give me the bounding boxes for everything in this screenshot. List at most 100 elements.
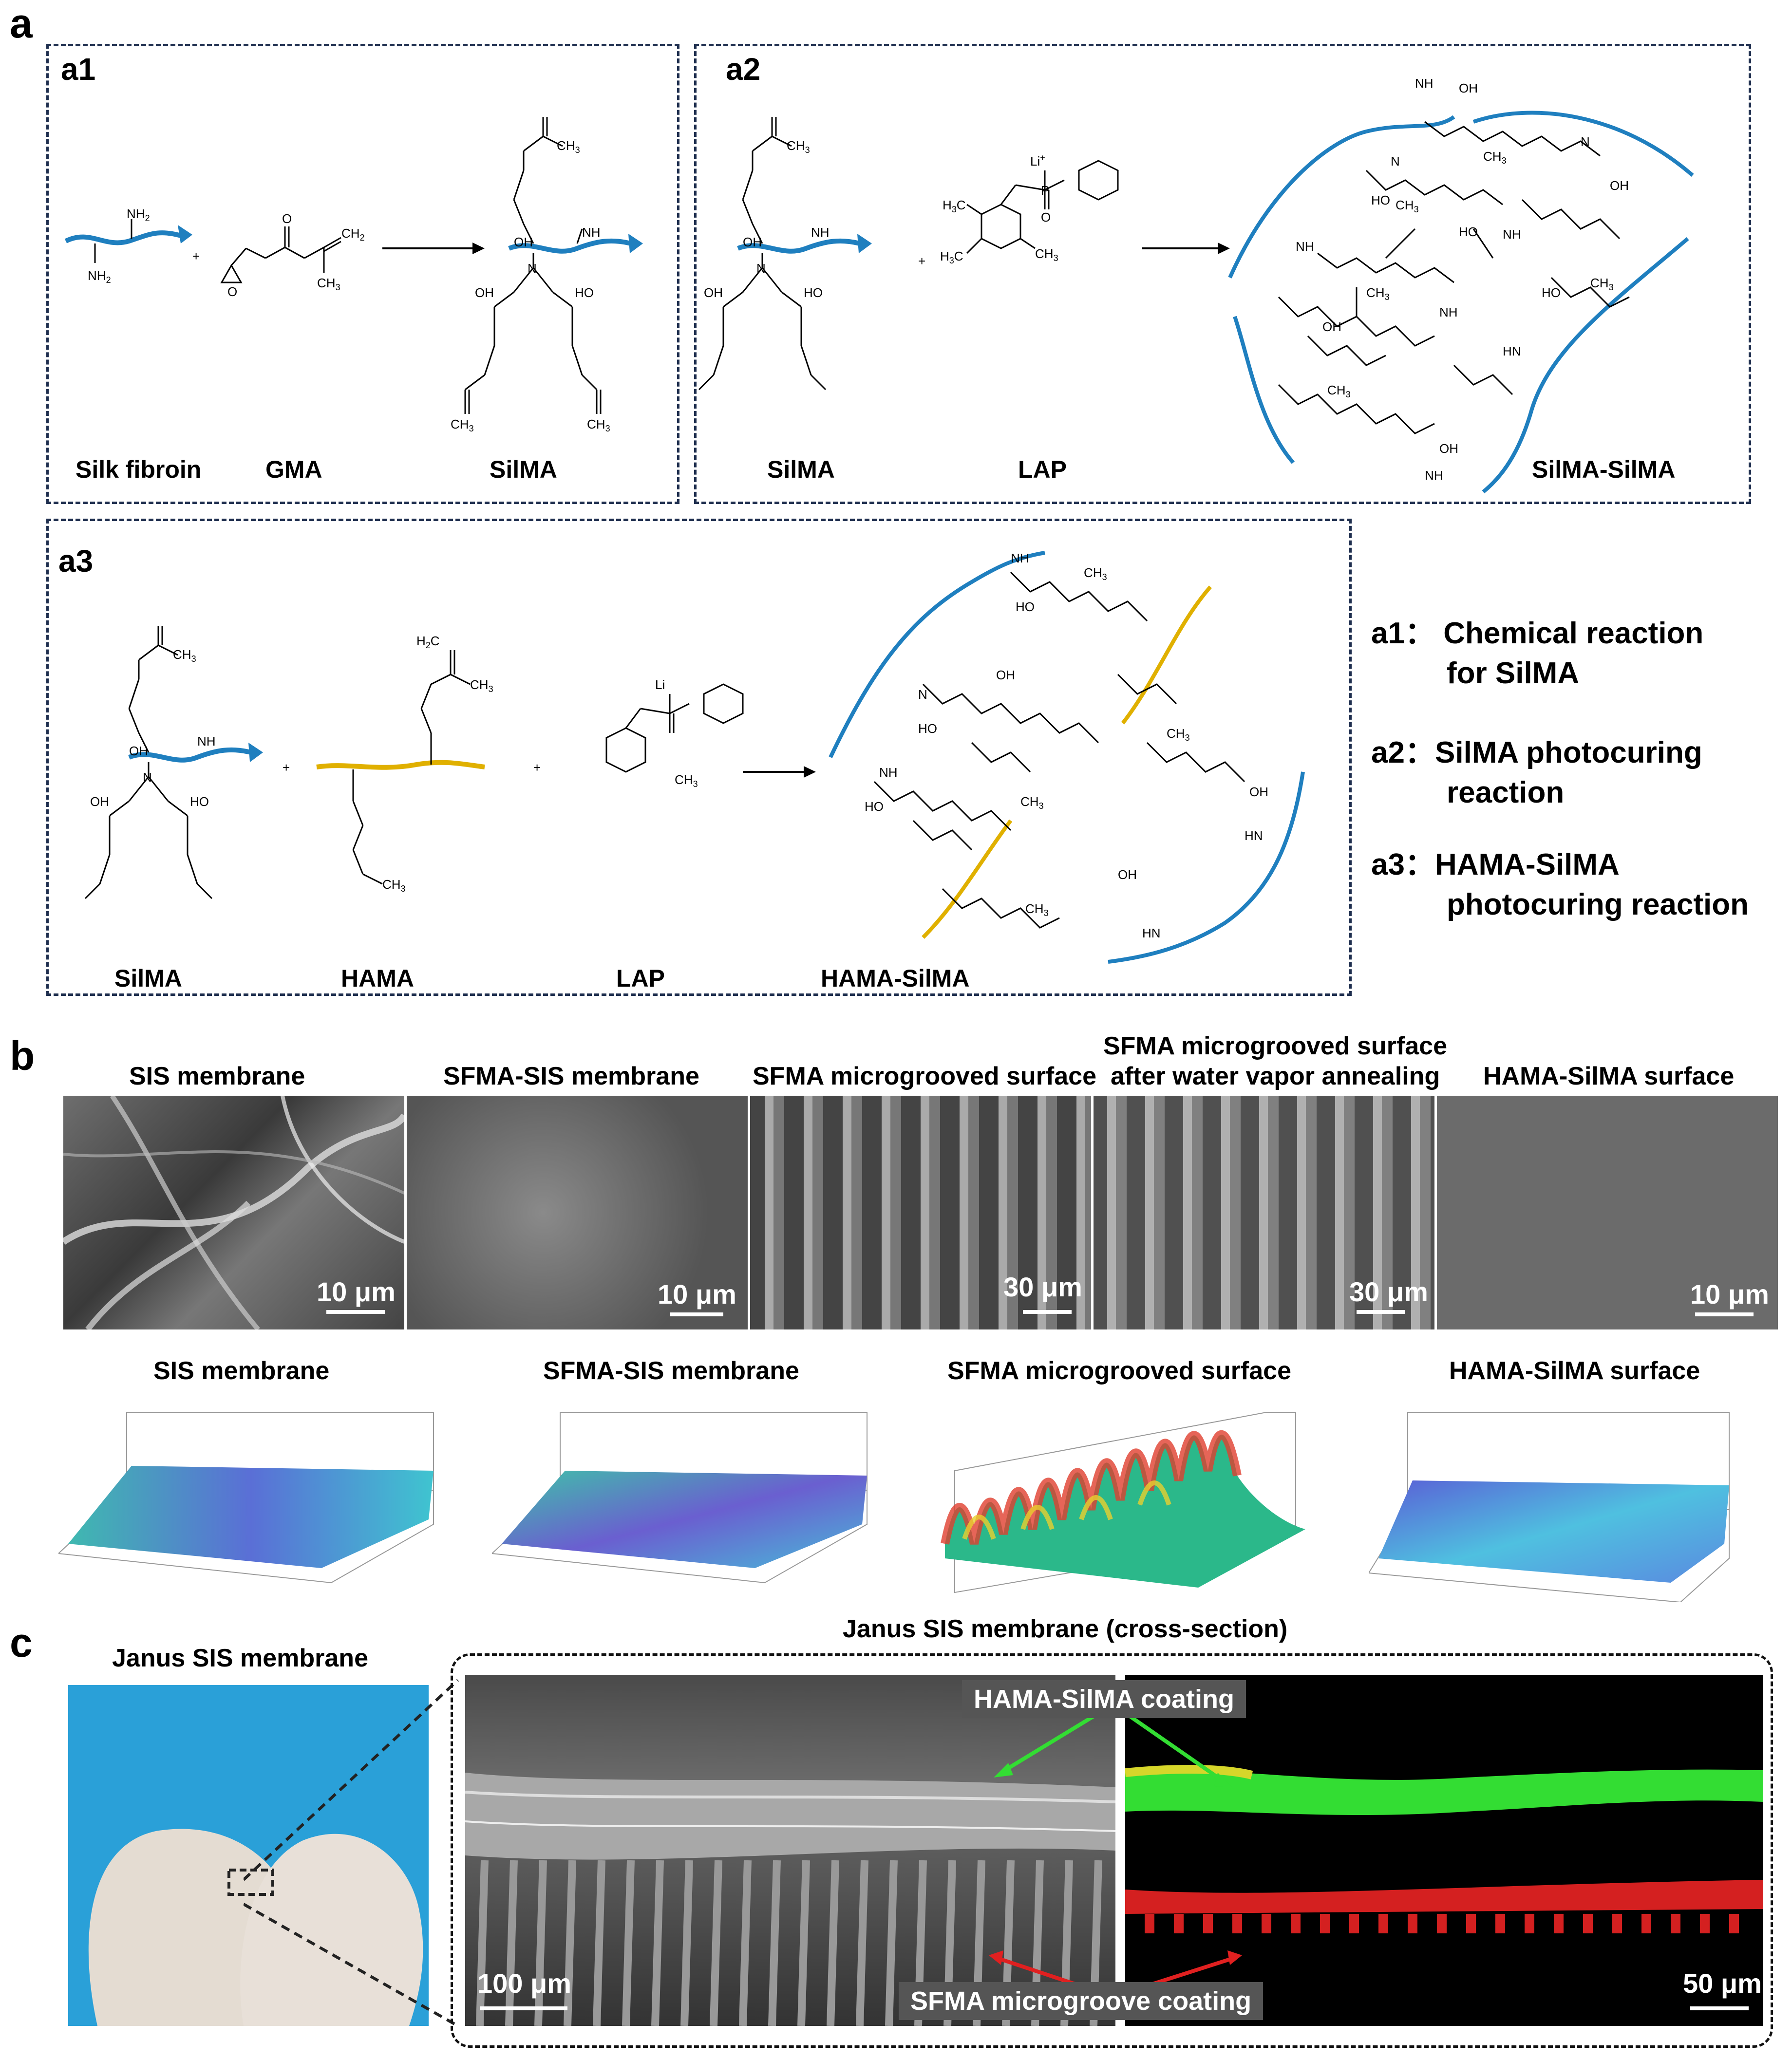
a3-net-ch3-3: CH3 [1167, 726, 1190, 743]
topo-3d-hama-silma [1369, 1412, 1730, 1602]
a3-label-silma: SilMA [114, 965, 182, 992]
a2-net-nh-1: NH [1296, 239, 1314, 254]
cross-fluorescence-image: 50 μm [1125, 1675, 1763, 2026]
topo-title-sis: SIS membrane [153, 1357, 330, 1385]
sem-title-sfma-sis: SFMA-SIS membrane [443, 1062, 699, 1090]
legend-a2: a2：SilMA photocuring reaction [1371, 733, 1702, 813]
a3-net-hn-1: HN [1245, 828, 1263, 843]
a1-silma-oh2: OH [475, 285, 494, 300]
janus-cross-title: Janus SIS membrane (cross-section) [843, 1615, 1288, 1643]
a1-silma-ch3-a: CH3 [451, 417, 474, 433]
a2-net-n-1: N [1391, 154, 1400, 168]
a2-net-ho-2: HO [1459, 225, 1478, 239]
sem-title-sis: SIS membrane [129, 1062, 305, 1090]
a3-net-ch3-2: CH3 [1020, 794, 1044, 811]
a1-label-silma: SilMA [490, 456, 557, 483]
a2-silma-nh: NH [811, 225, 830, 240]
a2-net-hn: HN [1503, 344, 1521, 358]
sem-scale-sfma-sis: 10 μm [658, 1279, 736, 1310]
a3-net-oh-1: OH [996, 668, 1015, 682]
sem-image-microgrooved: 30 μm [750, 1096, 1091, 1329]
sem-scalebar-hama-silma [1695, 1312, 1754, 1316]
a2-scheme: OH NH N OH HO CH3 + Li+ P O H3C CH3 H3C [698, 76, 1694, 494]
a3-plus-2: + [533, 760, 541, 775]
a2-net-ch3-5: CH3 [1590, 276, 1614, 292]
janus-photo-title: Janus SIS membrane [112, 1644, 368, 1672]
a1-silma-ho: HO [575, 285, 594, 300]
legend-a2-sep: ： [1404, 736, 1435, 769]
a1-tag: a1 [61, 52, 96, 87]
cross-scale-left: 100 μm [477, 1968, 572, 1999]
a2-label-lap: LAP [1018, 456, 1067, 483]
legend-a2-line1: SilMA photocuring [1434, 736, 1702, 769]
a1-silma-nh: NH [582, 225, 601, 240]
a3-hama-molecule [352, 650, 471, 885]
a3-silma-chain [128, 747, 252, 763]
a3-network-bonds [873, 571, 1245, 929]
a2-lap-ch3: CH3 [1035, 246, 1058, 263]
a3-net-oh-3: OH [1118, 867, 1137, 882]
a3-plus-1: + [283, 760, 290, 775]
a3-silma-nh: NH [197, 734, 216, 749]
a3-lap-li: Li [655, 677, 665, 692]
a2-lap-h3c-a: H3C [943, 198, 966, 214]
callout-sfma-microgroove-coating: SFMA microgroove coating [899, 1982, 1264, 2020]
cross-divider [1115, 1675, 1125, 2026]
a2-lap-h3c-b: H3C [940, 249, 963, 265]
a2-tag: a2 [726, 52, 761, 87]
a2-net-ho-1: HO [1371, 193, 1390, 207]
a3-silma-molecule [84, 626, 213, 899]
a2-lap-o: O [1041, 210, 1051, 225]
sem-image-sfma-sis: 10 μm [407, 1096, 748, 1329]
a1-gma-ch3: CH3 [317, 276, 340, 292]
a3-net-hn-2: HN [1142, 926, 1161, 940]
sem-title-annealed-1: SFMA microgrooved surface [1103, 1032, 1448, 1060]
topo-title-hama-silma: HAMA-SilMA surface [1449, 1357, 1700, 1385]
a3-net-ho-3: HO [918, 721, 937, 736]
a3-box [46, 519, 1352, 996]
a3-silma-oh2: OH [90, 794, 109, 809]
a3-network-chain-2 [1108, 771, 1305, 964]
a3-net-oh-2: OH [1249, 785, 1268, 799]
callout-arrows [989, 1703, 1242, 1999]
sem-title-hama-silma: HAMA-SilMA surface [1483, 1062, 1735, 1090]
a2-silma-chain [737, 238, 861, 254]
a2-net-ch3-2: CH3 [1483, 149, 1507, 166]
a3-net-nh-2: NH [879, 765, 898, 780]
a1-silma-oh: OH [514, 235, 533, 249]
a3-tag: a3 [58, 543, 94, 579]
a2-box [694, 44, 1751, 504]
a3-net-ho-1: HO [1016, 599, 1035, 614]
a3-silma-n: N [143, 770, 152, 785]
a1-silma-molecule [464, 117, 602, 414]
sem-image-annealed: 30 μm [1094, 1096, 1434, 1329]
a2-network-chain-3 [1233, 316, 1295, 464]
cross-sem-image: 100 μm [465, 1675, 1115, 2026]
a2-net-ch3-1: CH3 [1396, 198, 1419, 214]
a1-silma-n: N [528, 261, 537, 276]
legend-a3: a3：HAMA-SilMA photocuring reaction [1371, 845, 1749, 925]
a3-lap-ch3: CH3 [675, 772, 698, 789]
a1-gma-molecule [220, 226, 341, 283]
a2-net-ch3-4: CH3 [1327, 383, 1351, 399]
a3-hama-chain [316, 760, 485, 770]
topo-3d-sis [58, 1412, 434, 1584]
a1-silma-ch3-top: CH3 [557, 138, 580, 155]
a2-label-silma-silma: SilMA-SilMA [1532, 456, 1676, 483]
a2-network-chain-2 [1472, 111, 1694, 177]
sem-image-hama-silma: 10 μm [1437, 1096, 1778, 1329]
a2-lap-molecule [966, 160, 1119, 254]
a3-net-n: N [918, 687, 927, 702]
legend-a3-line1: HAMA-SilMA [1434, 848, 1620, 881]
sem-scale-hama-silma: 10 μm [1690, 1279, 1769, 1310]
a3-net-ho-2: HO [865, 799, 884, 814]
a3-lap-molecule [605, 683, 744, 773]
a1-box [46, 44, 679, 504]
a2-plus: + [918, 254, 925, 268]
a1-gma-ch2: CH2 [341, 226, 365, 243]
a2-net-oh-2: OH [1610, 178, 1629, 193]
a1-silma-chain [508, 238, 632, 254]
zoom-lines [244, 1679, 459, 2027]
a1-fibroin-chain [64, 230, 184, 245]
cross-section-box [451, 1653, 1773, 2048]
